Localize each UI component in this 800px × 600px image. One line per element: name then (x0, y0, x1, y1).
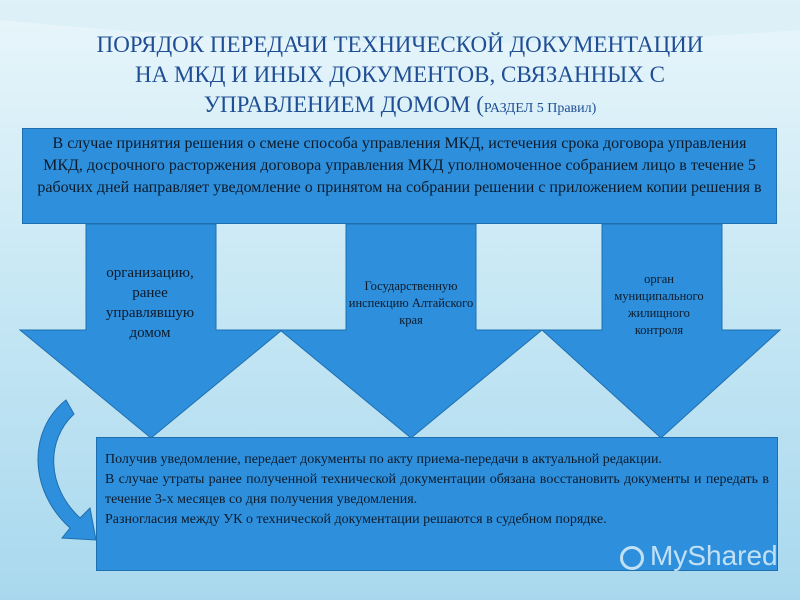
slide-title: ПОРЯДОК ПЕРЕДАЧИ ТЕХНИЧЕСКОЙ ДОКУМЕНТАЦИ… (20, 30, 780, 124)
title-section-ref: РАЗДЕЛ 5 Правил) (483, 101, 597, 116)
title-line-3: УПРАВЛЕНИЕМ ДОМОМ (РАЗДЕЛ 5 Правил) (20, 90, 780, 124)
rule-paragraph-2: В случае утраты ранее полученной техниче… (105, 472, 769, 507)
watermark-logo-icon (620, 545, 644, 570)
arrow-1-shape (18, 223, 284, 439)
notification-box: В случае принятия решения о смене способ… (22, 128, 777, 224)
title-line-1: ПОРЯДОК ПЕРЕДАЧИ ТЕХНИЧЕСКОЙ ДОКУМЕНТАЦИ… (96, 32, 704, 57)
rule-paragraph-3: Разногласия между УК о технической докум… (105, 512, 607, 527)
watermark-text: MyShared (650, 540, 778, 571)
watermark: MyShared (620, 540, 778, 572)
curved-arrow-shape (37, 399, 97, 541)
arrow-3-shape (540, 223, 782, 439)
rule-paragraph-1: Получив уведомление, передает документы … (105, 452, 662, 467)
arrow-label-municipal-control: орган муниципального жилищного контроля (614, 272, 704, 337)
arrow-2-shape (278, 223, 544, 439)
title-line-3-main: УПРАВЛЕНИЕМ ДОМОМ ( (203, 92, 484, 117)
transfer-rules-box: Получив уведомление, передает документы … (96, 437, 778, 571)
arrow-label-state-inspection: Государственную инспекцию Алтайского кра… (348, 279, 474, 327)
arrow-label-previous-organization: организацию, ранее управлявшую домом (105, 265, 195, 341)
title-line-2: НА МКД И ИНЫХ ДОКУМЕНТОВ, СВЯЗАННЫХ С (135, 62, 665, 87)
